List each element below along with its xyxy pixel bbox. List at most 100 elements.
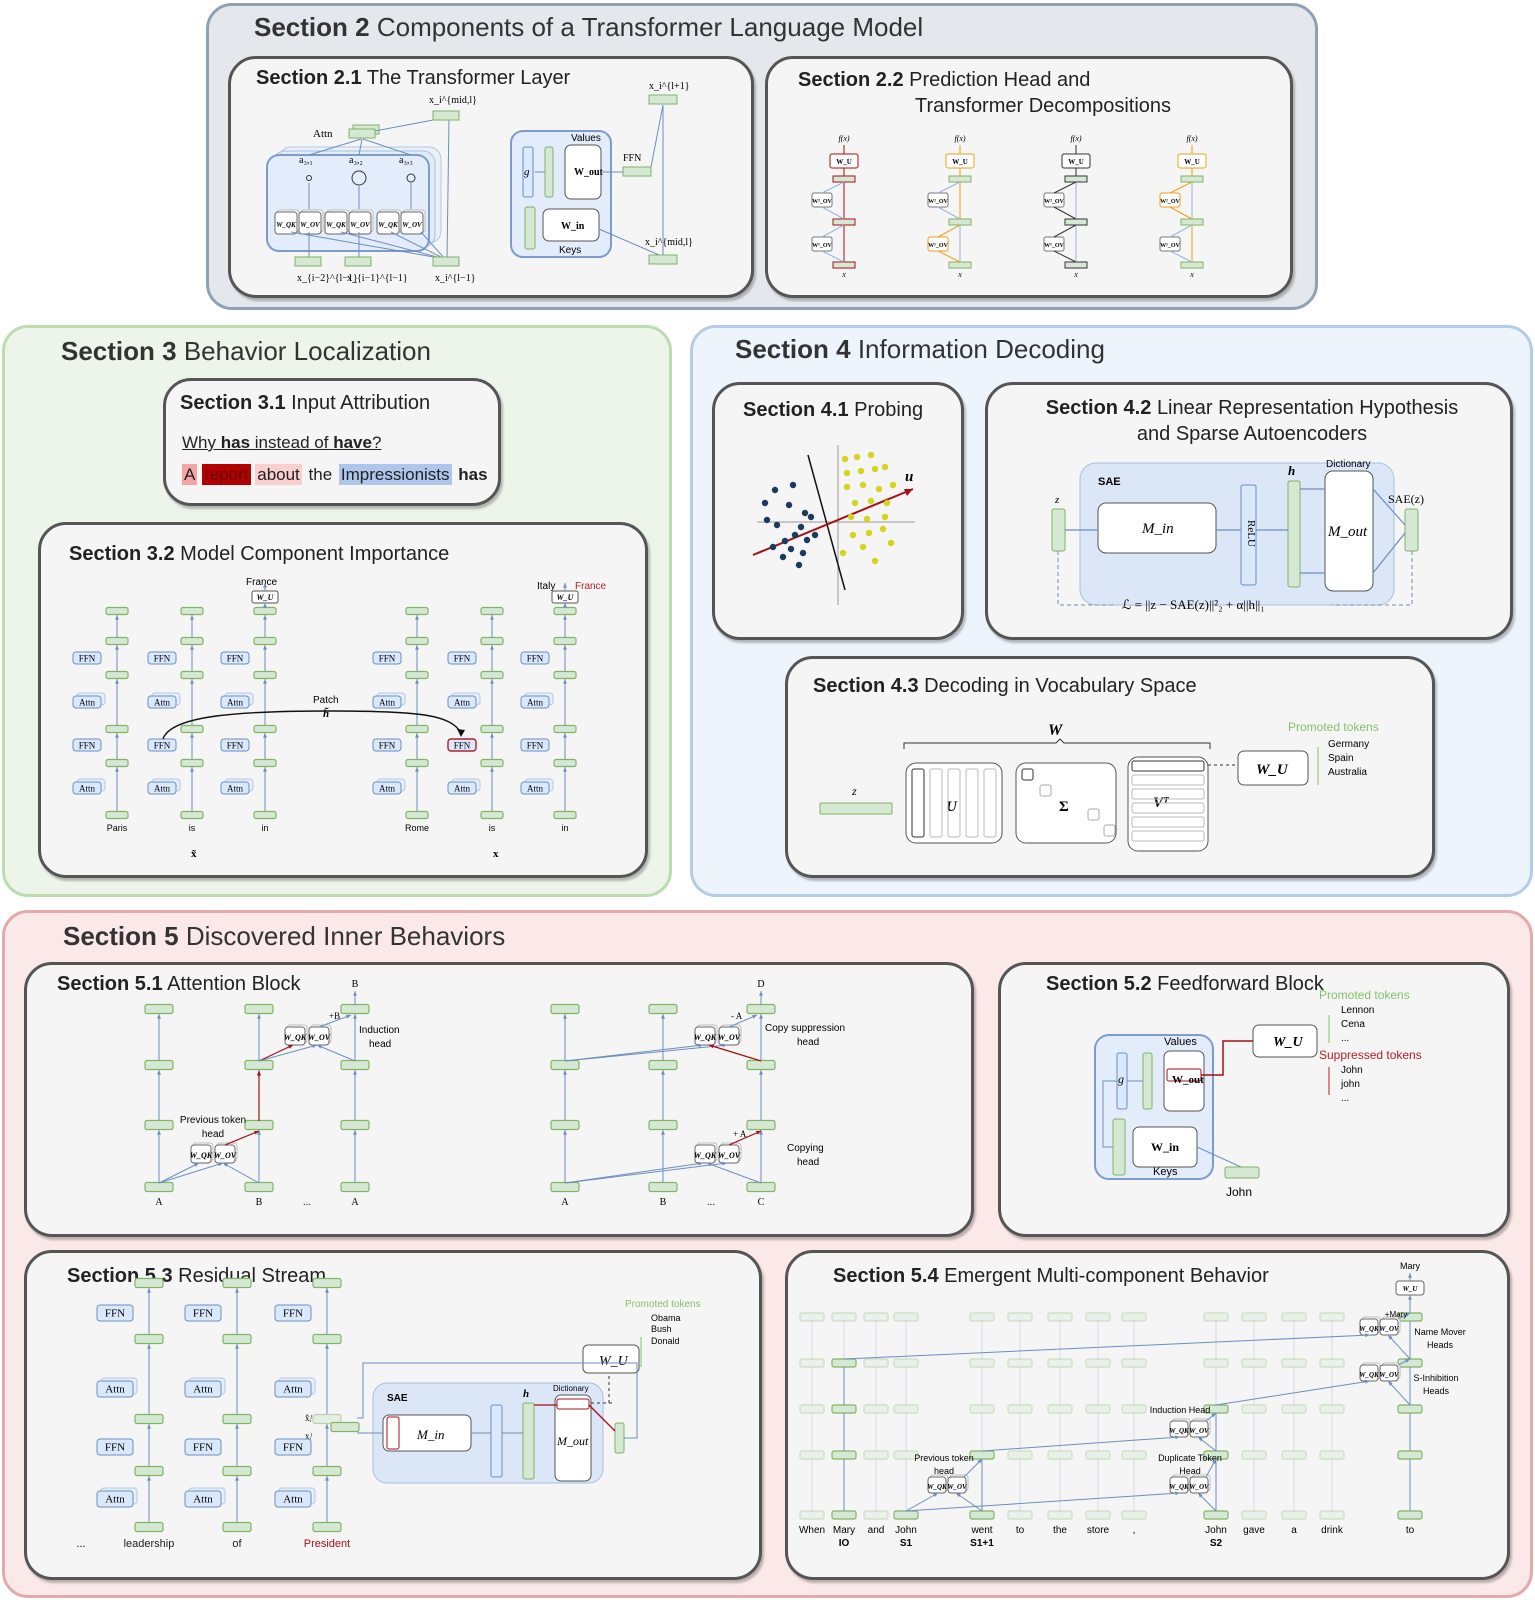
- arrow: [905, 1492, 1181, 1512]
- attn-module: [372, 695, 402, 709]
- section-title-text: Feedforward Block: [1157, 973, 1324, 995]
- residual-node: [1319, 1358, 1345, 1368]
- token-role: S1+1: [970, 1538, 994, 1549]
- score-circle: [406, 173, 416, 183]
- weight-label: W_OV: [1379, 1371, 1400, 1379]
- residual-node: [1241, 1358, 1267, 1368]
- arrowhead-icon: [257, 1071, 261, 1076]
- attn-module-label: Attn: [454, 784, 471, 794]
- negative-class-point: [795, 561, 803, 569]
- positive-class-point: [849, 531, 857, 539]
- section-4-1-title: Section 4.1 Probing: [743, 399, 923, 422]
- head2-in: [937, 206, 961, 220]
- attribution-question: Why has instead of have?: [182, 433, 381, 453]
- residual-node: [134, 1333, 164, 1345]
- section-title-text-2: Transformer Decompositions: [915, 95, 1172, 117]
- head-name: Heads: [1427, 1340, 1454, 1350]
- weight-label: W_QK: [190, 1151, 213, 1160]
- residual-node: [312, 1277, 342, 1289]
- weight-label: W_QK: [1359, 1371, 1380, 1379]
- arrowhead-icon: [157, 1130, 161, 1135]
- reconstruction-node: [1404, 508, 1419, 552]
- weight-matrix: [348, 211, 372, 235]
- negative-class-point: [811, 531, 819, 539]
- negative-class-point: [769, 543, 777, 551]
- residual-node: [180, 636, 204, 646]
- negative-class-point: [781, 537, 789, 545]
- head-name: Previous token: [180, 1115, 246, 1126]
- head-name: Head: [1179, 1466, 1201, 1476]
- arrow: [955, 1492, 983, 1512]
- residual-node: [1085, 1510, 1111, 1520]
- patched-ffn-highlight: [447, 738, 477, 752]
- wov2-label: W²_OV: [928, 199, 948, 205]
- singular-value-cell: [1039, 784, 1052, 797]
- arrowhead-icon: [707, 1162, 712, 1167]
- wu-label: W_U: [257, 593, 275, 602]
- arrowhead-icon: [147, 1424, 151, 1429]
- section-4-1-panel: Section 4.1 Probing u: [712, 382, 964, 640]
- weight-label: W_QK: [694, 1151, 717, 1160]
- h-label: h: [523, 1388, 529, 1400]
- residual-node: [553, 670, 577, 680]
- positive-class-point: [887, 539, 895, 547]
- wu-label: W_U: [1184, 158, 1200, 166]
- attributed-token: about: [255, 464, 302, 485]
- token-column: When: [799, 1312, 825, 1536]
- weight-label: W_OV: [1379, 1325, 1400, 1333]
- head1-in: [937, 250, 961, 263]
- residual-node: [1180, 261, 1204, 269]
- residual-node: [831, 1450, 857, 1460]
- activation-node: [1142, 1052, 1153, 1110]
- residual-node: [312, 1413, 342, 1425]
- token-label: ,: [1133, 1525, 1136, 1536]
- residual-node: [1319, 1404, 1345, 1414]
- weight-matrix: [376, 211, 400, 235]
- negative-class-point: [807, 513, 815, 521]
- arrowhead-icon: [190, 645, 194, 650]
- arrowhead-icon: [722, 1161, 727, 1166]
- arrowhead-icon: [157, 1014, 161, 1019]
- wov1-label: W¹_OV: [812, 243, 832, 249]
- residual-node: [1064, 218, 1088, 226]
- section-number: Section 2.1: [256, 67, 362, 89]
- output-label: f(x): [1186, 134, 1197, 143]
- section-number: Section 3.2: [69, 543, 175, 565]
- attn-label: Attn: [313, 128, 333, 140]
- weight-label: W_OV: [350, 221, 371, 229]
- arrowhead-icon: [353, 1130, 357, 1135]
- attn-module: [96, 1380, 134, 1398]
- svd-diagram: W z U Σ Vᵀ W_U Promoted tokens Germany S…: [819, 720, 1379, 852]
- arrowhead-icon: [752, 1015, 757, 1019]
- token-column: gave: [1241, 1312, 1267, 1536]
- head-name: head: [797, 1037, 819, 1048]
- probe-decision-boundary: [807, 454, 846, 591]
- attributed-token: report: [202, 464, 251, 485]
- arrowhead-icon: [759, 1130, 763, 1135]
- ffn-module: [220, 738, 250, 752]
- ffn-module: [274, 1438, 312, 1456]
- token-column: ,: [1121, 1312, 1147, 1536]
- sae-label: SAE: [1098, 476, 1121, 488]
- residual-node: [1085, 1450, 1111, 1460]
- negative-class-point: [801, 509, 809, 517]
- ffn-module: [147, 738, 177, 752]
- head1-in: [821, 250, 845, 263]
- score-circle: [306, 175, 312, 181]
- sigma-label: Σ: [1059, 799, 1069, 815]
- weight-matrix: [190, 1144, 212, 1164]
- arrowhead-icon: [490, 733, 494, 738]
- arrowhead-icon: [956, 1493, 961, 1498]
- ffn-module-label: FFN: [193, 1442, 213, 1454]
- wu-label: W_U: [1273, 1035, 1303, 1050]
- residual-node: [253, 758, 277, 768]
- wov2-label: W²_OV: [812, 199, 832, 205]
- arrowhead-icon: [661, 1130, 665, 1135]
- token-label: A: [351, 1197, 359, 1208]
- weight-matrix: [324, 211, 348, 235]
- residual-node: [1047, 1358, 1073, 1368]
- weight-matrix: [947, 1476, 967, 1494]
- residual-node: [893, 1450, 919, 1460]
- section-number: Section 4.3: [813, 675, 919, 697]
